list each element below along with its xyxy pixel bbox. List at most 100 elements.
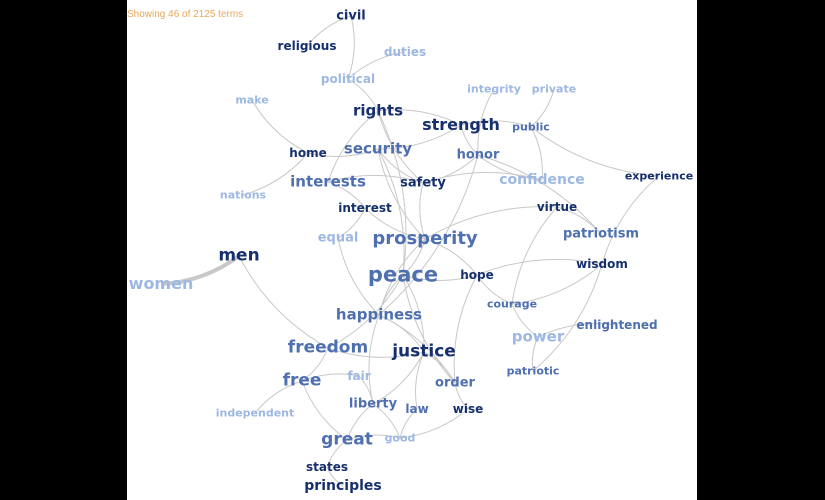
term-duties[interactable]: duties [383,45,427,59]
term-private[interactable]: private [531,82,577,96]
link-rights-peace [377,110,407,276]
link-home-security [307,148,379,157]
link-civil-religious [306,15,352,47]
term-freedom[interactable]: freedom [287,337,369,358]
link-states-principles [326,466,344,487]
term-patriotic[interactable]: patriotic [506,364,560,378]
term-states[interactable]: states [306,460,348,474]
term-prosperity[interactable]: prosperity [372,228,478,249]
term-safety[interactable]: safety [400,175,446,191]
term-women[interactable]: women [128,274,194,293]
link-wisdom-courage [511,263,603,305]
link-happiness-order [378,314,456,384]
term-men[interactable]: men [218,245,260,266]
link-interest-prosperity [364,207,426,240]
link-happiness-liberty [368,314,380,405]
term-patriotism[interactable]: patriotism [562,226,640,242]
term-interest[interactable]: interest [338,201,392,215]
term-fair[interactable]: fair [347,369,371,383]
link-justice-law [415,351,425,410]
link-law-good [399,408,418,439]
link-men-women [160,254,241,286]
term-confidence[interactable]: confidence [499,172,585,188]
term-wise[interactable]: wise [452,402,484,416]
link-courage-power [511,303,539,338]
term-interests[interactable]: interests [290,172,366,191]
link-free-independent [254,380,303,414]
term-good[interactable]: good [384,431,416,445]
link-virtue-patriotism [556,206,602,235]
link-equal-happiness [337,237,380,316]
term-peace[interactable]: peace [367,262,439,287]
term-integrity[interactable]: integrity [467,82,521,96]
link-duties-political [347,51,406,80]
term-virtue[interactable]: virtue [536,200,578,214]
link-fair-liberty [358,375,374,405]
link-safety-interests [327,174,424,184]
term-nations[interactable]: nations [219,188,267,202]
term-home[interactable]: home [289,146,327,160]
link-free-great [301,380,348,441]
link-honor-patriotism [477,154,602,235]
link-safety-confidence [422,172,543,184]
term-network-canvas[interactable]: Showing 46 of 2125 terms civil religious d… [127,0,697,500]
term-free[interactable]: free [282,370,322,391]
term-independent[interactable]: independent [215,406,295,420]
link-order-wise [454,382,469,410]
term-power[interactable]: power [511,327,565,346]
link-security-peace [377,148,405,276]
term-law[interactable]: law [405,402,429,416]
term-order[interactable]: order [435,375,475,391]
link-political-rights [347,78,379,112]
term-experience[interactable]: experience [624,169,694,183]
link-interests-interest [327,181,366,209]
term-justice[interactable]: justice [392,341,456,362]
link-rights-strength [377,109,462,126]
term-equal[interactable]: equal [317,230,359,246]
term-principles[interactable]: principles [304,478,382,494]
term-enlightened[interactable]: enlightened [576,318,658,332]
link-great-states [326,439,348,468]
link-integrity-honor [477,88,495,156]
term-public[interactable]: public [512,120,550,134]
terms-count-status: Showing 46 of 2125 terms [127,9,244,20]
term-happiness[interactable]: happiness [335,305,423,324]
link-hope-courage [476,274,513,305]
link-interest-equal [337,207,366,239]
term-great[interactable]: great [321,429,373,450]
link-power-enlightened [537,323,618,338]
link-private-public [530,88,555,128]
link-liberty-great [346,403,374,441]
link-great-good [346,434,401,441]
link-justice-liberty [372,351,425,405]
term-hope[interactable]: hope [460,268,494,282]
link-security-prosperity [377,148,426,240]
link-home-nations [242,152,309,196]
term-courage[interactable]: courage [486,297,538,311]
link-peace-happiness [378,274,404,316]
term-strength[interactable]: strength [422,115,500,134]
link-peace-order [402,274,456,384]
link-freedom-justice [327,347,425,358]
term-security[interactable]: security [343,139,413,158]
term-civil[interactable]: civil [336,8,366,24]
link-peace-freedom [327,274,404,349]
link-power-patriotic [531,336,539,372]
term-make[interactable]: make [235,93,269,107]
term-honor[interactable]: honor [456,147,500,163]
term-rights[interactable]: rights [352,101,404,120]
link-strength-public [460,120,532,128]
link-freedom-free [301,347,329,382]
link-wisdom-hope [476,258,603,276]
link-wisdom-patriotic [532,263,603,372]
link-public-confidence [530,126,543,181]
link-rights-interests [327,110,379,183]
link-peace-justice [402,274,425,353]
term-liberty[interactable]: liberty [348,396,398,412]
term-political[interactable]: political [320,72,376,86]
term-wisdom[interactable]: wisdom [576,257,628,271]
term-religious[interactable]: religious [277,39,337,53]
link-virtue-prosperity [424,206,558,240]
link-men-freedom [238,255,329,349]
link-safety-prosperity [419,182,426,240]
